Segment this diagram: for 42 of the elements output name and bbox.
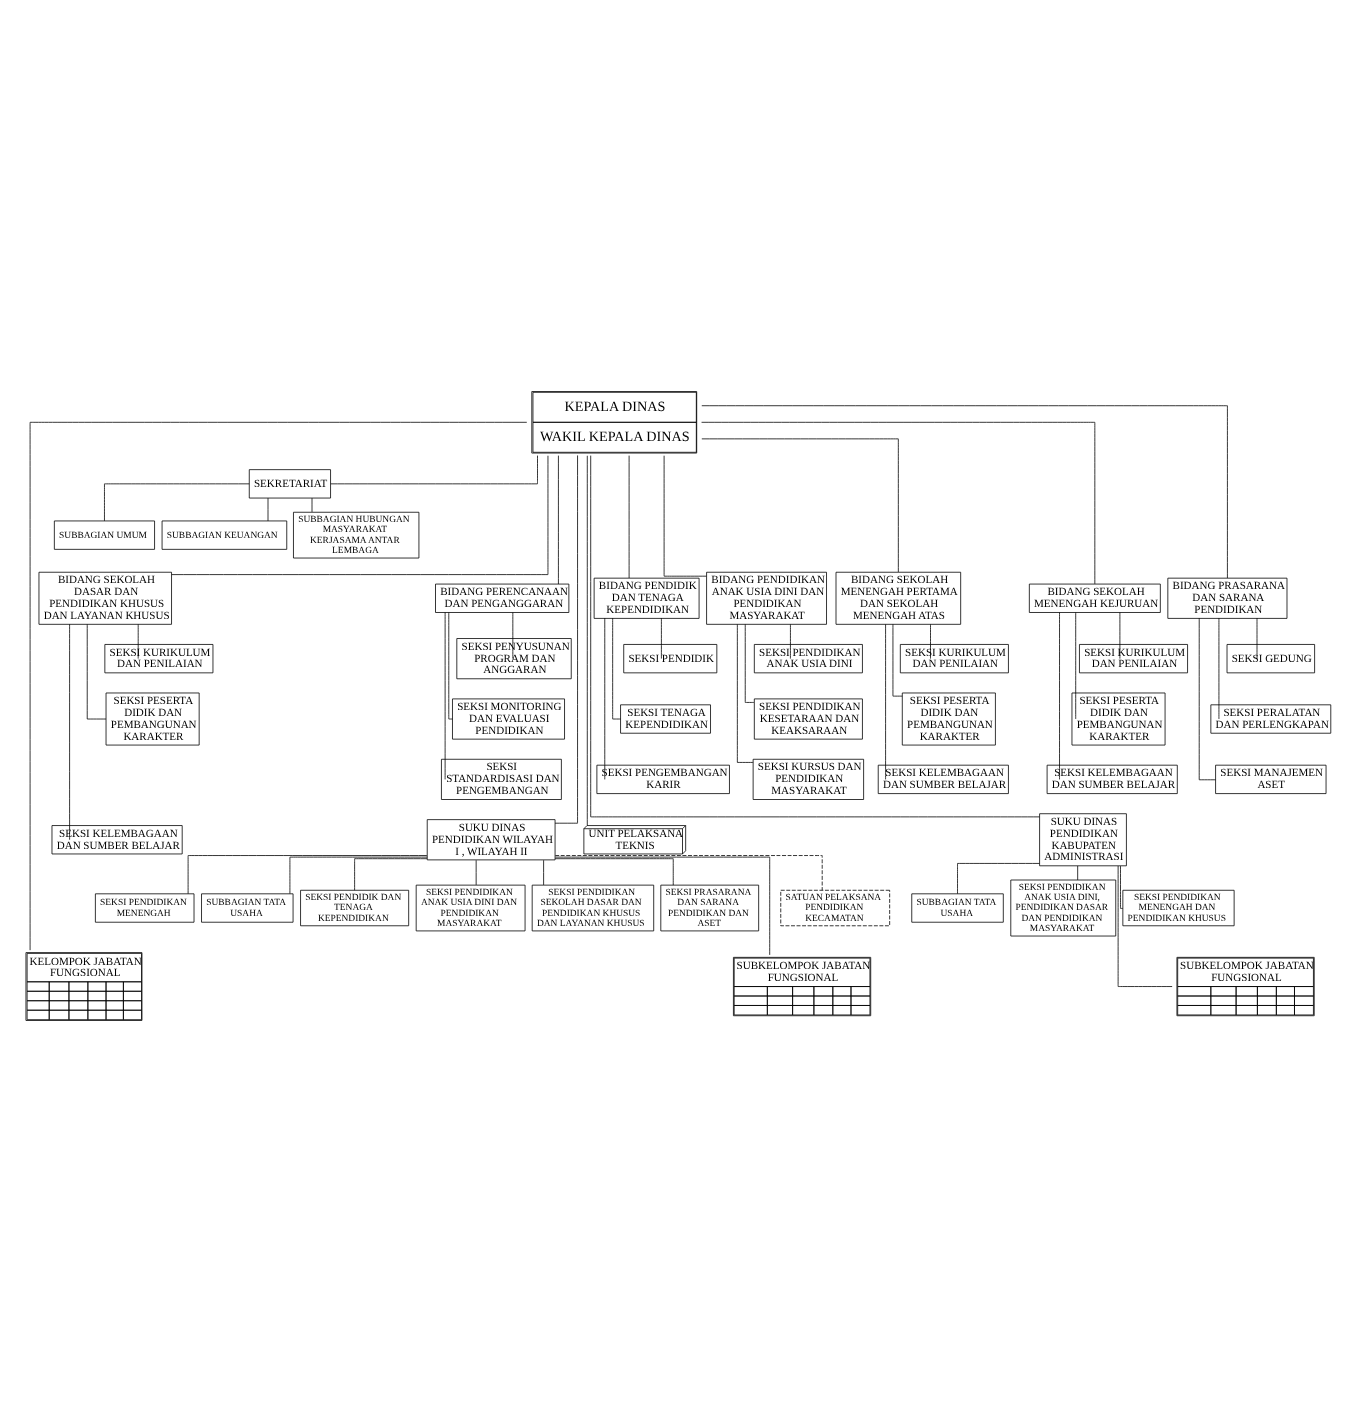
connector xyxy=(736,623,754,763)
connector xyxy=(554,855,823,891)
connector xyxy=(1117,865,1173,987)
connector xyxy=(586,455,588,826)
connector xyxy=(892,623,903,697)
connector xyxy=(289,856,428,894)
connector xyxy=(604,617,606,780)
connector xyxy=(29,421,528,951)
connector xyxy=(701,405,1228,579)
connector xyxy=(554,455,578,824)
connector xyxy=(590,455,1040,818)
connector xyxy=(663,455,707,577)
connector xyxy=(543,859,544,886)
connector xyxy=(1059,612,1060,780)
connector xyxy=(957,863,1040,895)
connector xyxy=(444,612,446,780)
connector xyxy=(701,438,899,573)
connector xyxy=(1119,612,1121,660)
connector xyxy=(512,612,514,660)
connector xyxy=(1077,865,1079,881)
connector xyxy=(558,455,559,585)
connector xyxy=(187,855,428,895)
connector xyxy=(1120,865,1124,909)
connector xyxy=(612,617,621,720)
connector xyxy=(104,483,250,522)
connector xyxy=(790,623,791,660)
connector xyxy=(330,455,538,485)
connector xyxy=(354,858,428,891)
connector xyxy=(1218,617,1220,720)
connector xyxy=(661,617,662,660)
connector xyxy=(69,623,70,841)
connector xyxy=(171,455,549,575)
connector xyxy=(1075,612,1077,720)
connector xyxy=(86,623,107,720)
connector xyxy=(1198,617,1216,781)
connector xyxy=(554,858,674,886)
connector xyxy=(448,612,453,720)
connector xyxy=(885,623,886,780)
connector xyxy=(744,623,755,703)
connector xyxy=(137,623,139,660)
connector xyxy=(1256,617,1258,660)
connector xyxy=(555,856,771,956)
